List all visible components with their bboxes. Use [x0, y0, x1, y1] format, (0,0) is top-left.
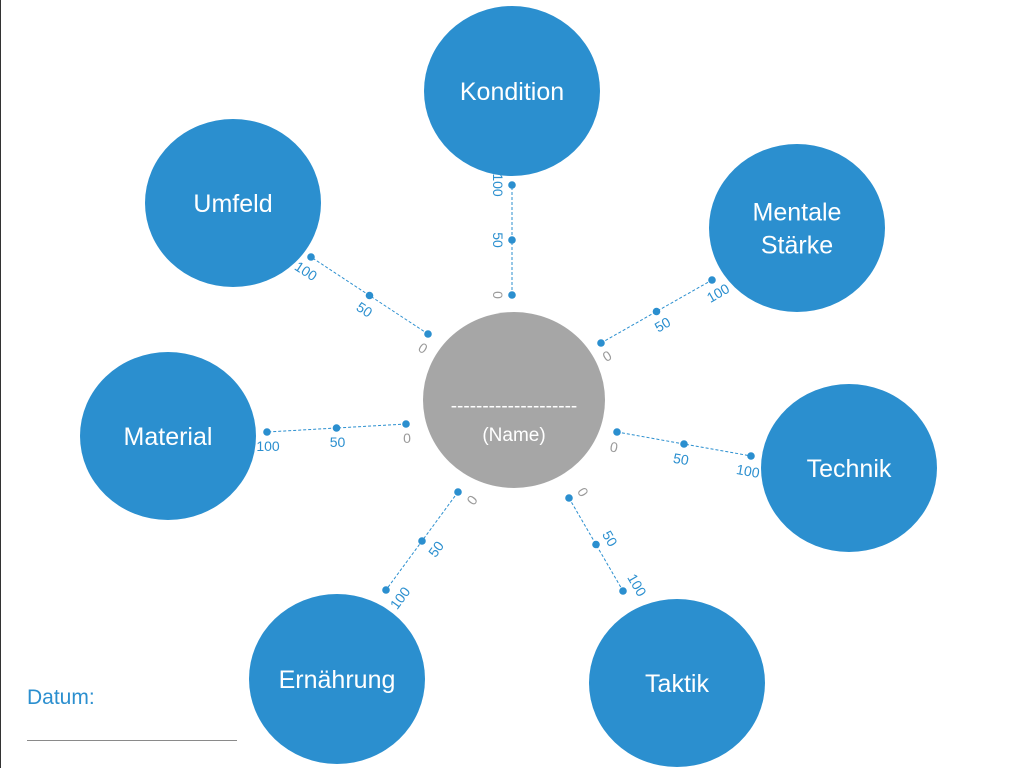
tick-label-100: 100: [490, 173, 506, 197]
spoke-technik: 0 50 100: [609, 428, 761, 481]
spoke-line: [600, 279, 713, 344]
node-label: Stärke: [761, 231, 833, 259]
rating-point-50[interactable]: [592, 540, 600, 549]
node-umfeld: Umfeld: [145, 119, 321, 287]
node-ernaehrung: Ernährung: [249, 594, 425, 764]
rating-point-100[interactable]: [708, 276, 716, 284]
tick-label-0: 0: [403, 430, 411, 446]
rating-point-100[interactable]: [307, 253, 315, 261]
spoke-line: [616, 431, 752, 457]
node-label: Umfeld: [193, 190, 272, 218]
rating-point-100[interactable]: [263, 428, 271, 436]
node-circle: [424, 6, 600, 176]
center-node: -------------------- (Name): [423, 312, 605, 488]
rating-point-100[interactable]: [747, 452, 755, 460]
rating-point-50[interactable]: [652, 307, 661, 316]
node-circle: [80, 352, 256, 520]
tick-label-100: 100: [387, 584, 414, 612]
node-label: Kondition: [460, 78, 564, 106]
node-taktik: Taktik: [589, 599, 765, 767]
rating-point-0[interactable]: [402, 420, 410, 428]
rating-point-50[interactable]: [680, 440, 688, 448]
spoke-kondition: 0 50 100: [490, 173, 516, 299]
rating-point-0[interactable]: [613, 428, 621, 436]
node-material: Material: [80, 352, 256, 520]
rating-point-0[interactable]: [454, 488, 462, 496]
node-label: Technik: [807, 455, 892, 483]
tick-label-50: 50: [330, 434, 346, 450]
spoke-line: [266, 423, 407, 433]
rating-point-50[interactable]: [508, 236, 516, 244]
rating-spokes: 0501000501000501000501000501000501000501…: [256, 173, 761, 612]
tick-label-100: 100: [624, 571, 650, 599]
name-placeholder: (Name): [482, 425, 545, 446]
rating-point-50[interactable]: [418, 537, 426, 545]
datum-input-line[interactable]: [27, 740, 237, 741]
rating-point-0[interactable]: [565, 494, 573, 502]
tick-label-0: 0: [574, 485, 592, 500]
name-line: --------------------: [451, 396, 578, 417]
tick-label-50: 50: [425, 538, 447, 560]
rating-point-0[interactable]: [508, 291, 516, 299]
rating-point-0[interactable]: [597, 339, 605, 347]
node-circle: [145, 119, 321, 287]
spoke-mentale-staerke: 0 50 100: [597, 276, 732, 365]
tick-label-0: 0: [609, 438, 620, 455]
tick-label-50: 50: [652, 314, 674, 336]
spoke-line: [568, 497, 624, 592]
center-circle: [423, 312, 605, 488]
rating-point-100[interactable]: [619, 587, 627, 595]
page-left-border: [0, 0, 1, 768]
tick-label-0: 0: [490, 291, 506, 299]
tick-label-0: 0: [463, 492, 481, 508]
tick-label-100: 100: [256, 438, 280, 454]
rating-point-50[interactable]: [365, 291, 374, 300]
tick-label-100: 100: [292, 258, 320, 284]
tick-label-0: 0: [600, 347, 615, 365]
node-circle: [761, 384, 937, 552]
spoke-ernaehrung: 0 50 100: [382, 488, 481, 612]
tick-label-100: 100: [735, 461, 761, 481]
spoke-material: 0 50 100: [256, 420, 411, 454]
rating-point-50[interactable]: [332, 424, 341, 432]
node-kondition: Kondition: [424, 6, 600, 176]
node-circle: [249, 594, 425, 764]
node-label: Taktik: [645, 670, 709, 698]
tick-label-50: 50: [490, 232, 506, 248]
datum-label: Datum:: [27, 686, 95, 709]
node-label: Ernährung: [279, 666, 396, 694]
node-circle: [709, 144, 885, 312]
node-technik: Technik: [761, 384, 937, 552]
rating-point-100[interactable]: [382, 586, 390, 594]
rating-point-0[interactable]: [424, 330, 432, 338]
tick-label-50: 50: [599, 528, 621, 550]
node-label: Material: [124, 423, 213, 451]
tick-label-50: 50: [354, 299, 376, 321]
rating-point-100[interactable]: [508, 181, 516, 189]
tick-label-0: 0: [415, 339, 430, 357]
tick-label-50: 50: [672, 450, 690, 468]
spoke-umfeld: 0 50 100: [292, 253, 432, 357]
node-label: Mentale: [753, 198, 842, 226]
tick-label-100: 100: [704, 280, 732, 306]
node-circle: [589, 599, 765, 767]
